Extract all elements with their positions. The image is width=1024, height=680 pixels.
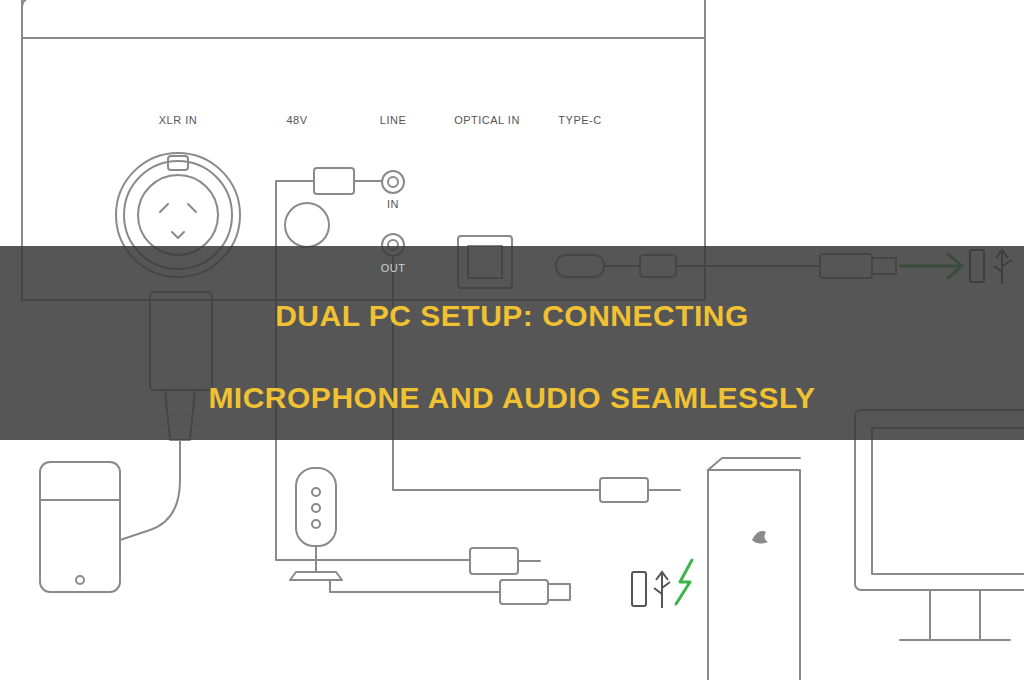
- page-title: DUAL PC SETUP: CONNECTING MICROPHONE AND…: [167, 275, 857, 439]
- port-label: OPTICAL IN: [454, 114, 520, 126]
- port-label: LINE: [380, 114, 406, 126]
- port-label: TYPE-C: [558, 114, 601, 126]
- port-label: XLR IN: [159, 114, 197, 126]
- port-label: OUT: [381, 262, 406, 274]
- port-label: IN: [387, 198, 399, 210]
- port-label: 48V: [286, 114, 307, 126]
